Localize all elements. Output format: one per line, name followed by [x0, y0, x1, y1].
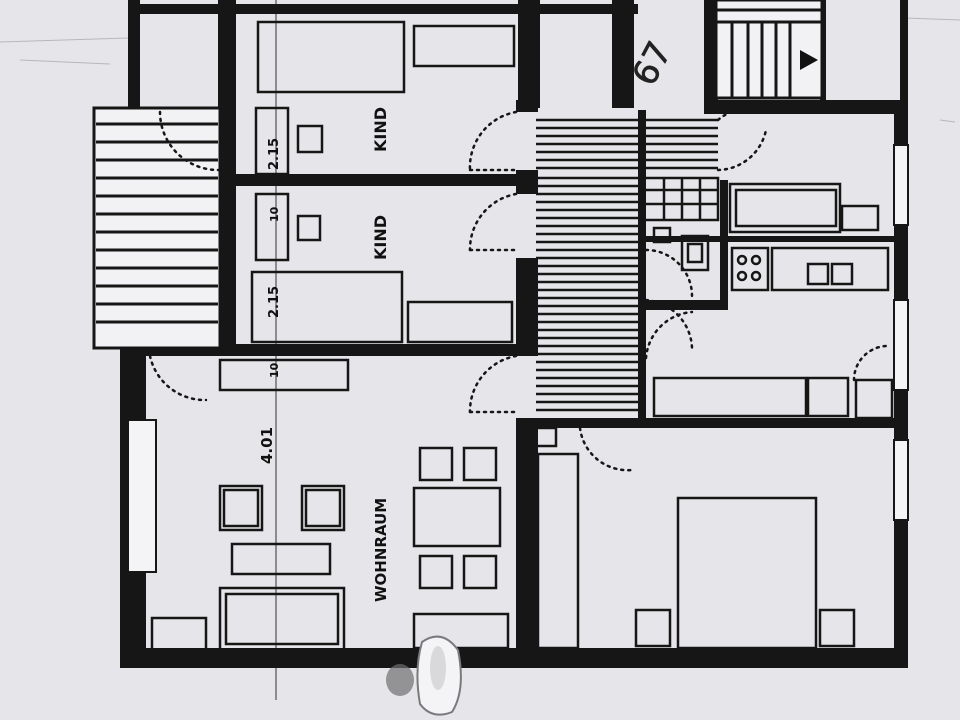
room-label-wohnraum: WOHNRAUM	[372, 498, 390, 602]
staircase	[714, 0, 824, 100]
furniture-wohnraum	[150, 358, 510, 652]
walls	[120, 0, 908, 668]
dimension-kind-bottom-width: 2.15	[267, 286, 282, 318]
furniture-bedroom	[534, 426, 856, 650]
stair-arrow-icon	[800, 50, 818, 70]
corridor-hatch	[536, 118, 718, 412]
dimension-kind-top-width: 2.15	[267, 138, 282, 170]
pushpin-icon	[386, 635, 462, 716]
windows	[127, 144, 909, 573]
dimension-wohnraum-width: 4.01	[258, 427, 276, 464]
furniture-kitchen	[642, 176, 894, 420]
room-label-kind-bottom: KIND	[371, 215, 390, 260]
dimension-kind-top-door: 10	[268, 206, 281, 222]
door-swings	[148, 106, 892, 472]
dimension-wohnraum-door: 10	[268, 362, 281, 378]
room-label-kind-top: KIND	[371, 107, 390, 152]
furniture-kind	[250, 20, 516, 344]
paper-noise	[0, 17, 960, 123]
balcony	[92, 106, 222, 350]
